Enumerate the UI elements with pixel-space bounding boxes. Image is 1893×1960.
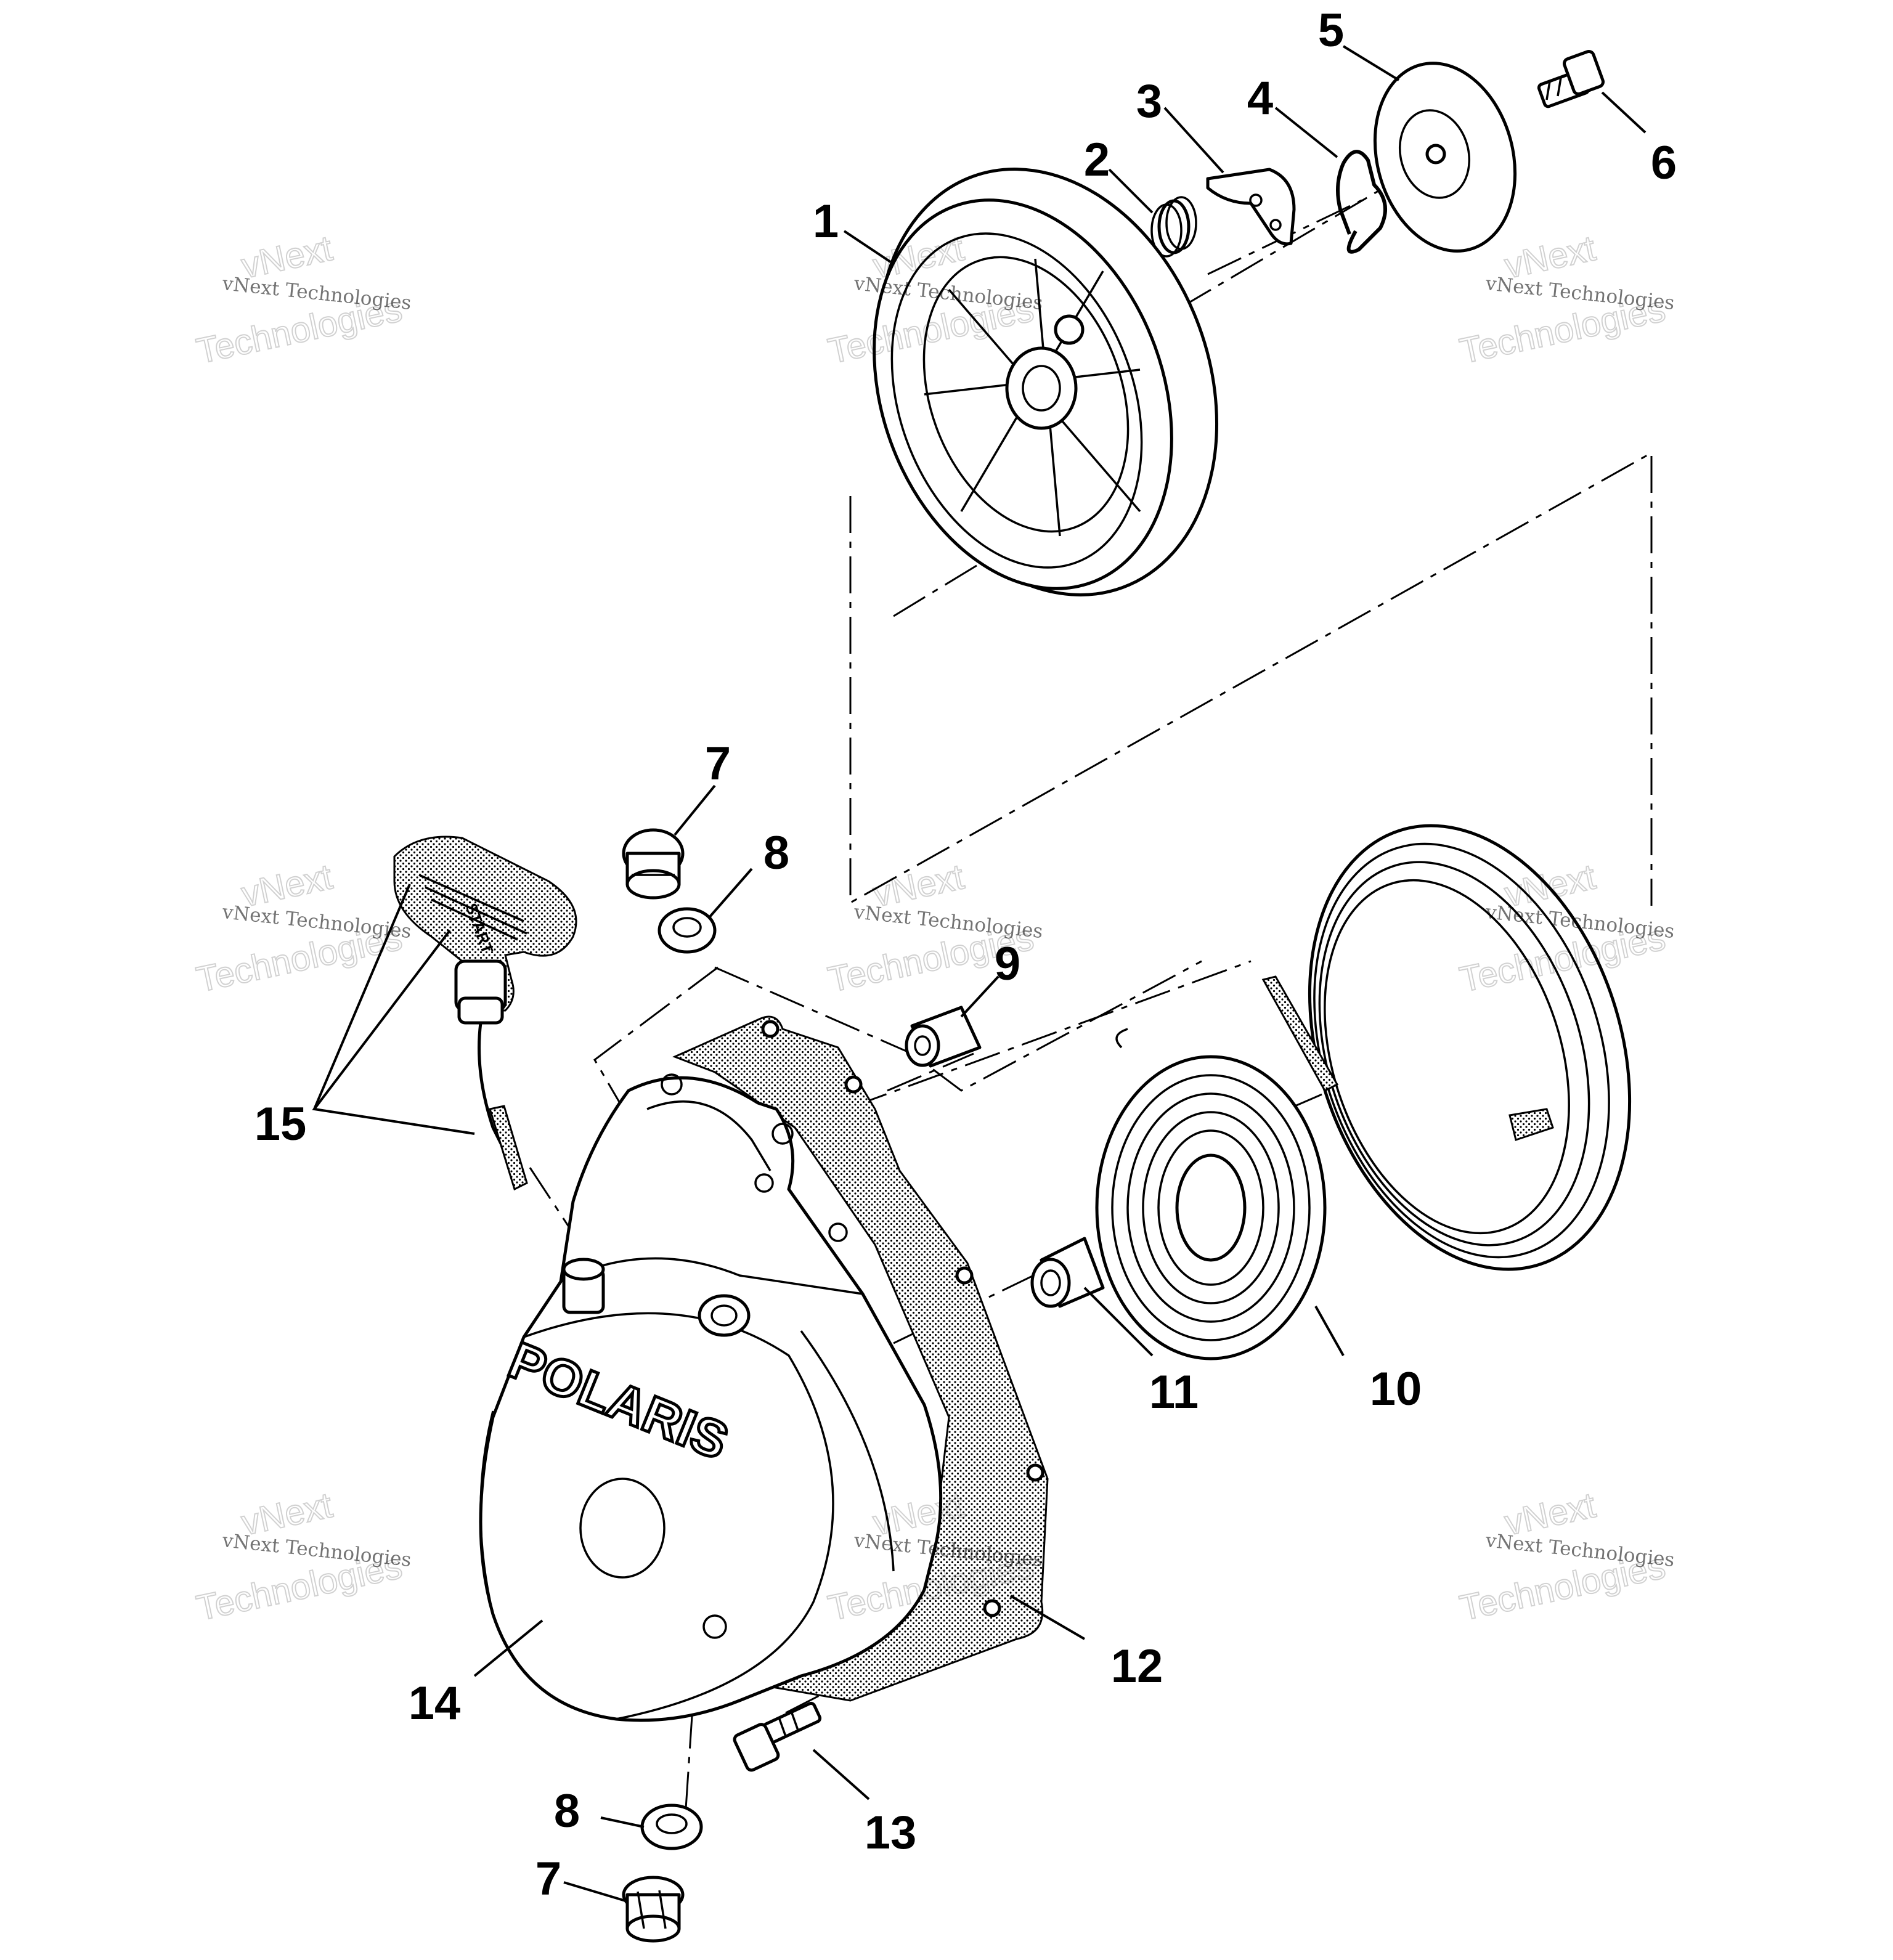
callout-6: 6 xyxy=(1651,137,1677,189)
watermark-big-a: vNext xyxy=(238,1485,336,1543)
callout-15: 15 xyxy=(254,1098,307,1150)
callout-5: 5 xyxy=(1318,4,1344,57)
callout-2: 2 xyxy=(1084,134,1110,186)
watermark-big-a: vNext xyxy=(869,856,967,914)
callout-8-upper: 8 xyxy=(763,827,789,879)
washer-8-lower xyxy=(640,1803,703,1850)
bolt-13 xyxy=(733,1701,822,1772)
recoil-spring-10 xyxy=(1095,1028,1327,1360)
callout-14: 14 xyxy=(409,1677,461,1730)
housing-14: POLARIS xyxy=(479,1073,943,1722)
bushing-9 xyxy=(905,1006,982,1068)
watermark-bottom-right: vNext Technologies vNext Technologies xyxy=(1455,1484,1675,1629)
pulley-rotor xyxy=(873,168,1219,596)
callout-1: 1 xyxy=(813,195,839,248)
callout-10: 10 xyxy=(1370,1363,1422,1415)
pawl-3 xyxy=(1206,168,1296,246)
watermark-big-a: vNext xyxy=(238,856,336,914)
watermark-big-a: vNext xyxy=(238,228,336,286)
washer-plate-5 xyxy=(1373,62,1517,253)
callout-11: 11 xyxy=(1149,1366,1199,1418)
plug-7-upper xyxy=(622,828,685,900)
callout-3: 3 xyxy=(1136,75,1162,128)
callout-7-upper: 7 xyxy=(705,738,731,790)
callout-8-lower: 8 xyxy=(554,1785,580,1837)
start-handle-15: START xyxy=(393,836,577,1191)
clip-4 xyxy=(1336,150,1387,254)
washer-8-upper xyxy=(657,907,717,954)
spring-2 xyxy=(1150,196,1197,258)
callout-9: 9 xyxy=(995,938,1020,990)
leader-lines xyxy=(312,45,1647,1902)
watermark-big-a: vNext xyxy=(1501,1485,1599,1543)
watermark-mid-left: vNext Technologies vNext Technologies xyxy=(192,856,412,1001)
watermark-bottom-left: vNext Technologies vNext Technologies xyxy=(192,1484,412,1629)
watermark-big-a: vNext xyxy=(1501,228,1599,286)
watermark-top-left: vNext Technologies vNext Technologies xyxy=(192,227,412,372)
bolt-6 xyxy=(1537,50,1605,108)
callout-13: 13 xyxy=(865,1807,917,1859)
rope-reel xyxy=(1261,824,1632,1271)
callout-numbers: 1 2 3 4 5 6 7 8 9 10 11 12 13 14 15 8 7 xyxy=(254,4,1677,1905)
callout-12: 12 xyxy=(1111,1640,1163,1693)
plug-7-lower xyxy=(622,1876,685,1943)
watermark-top-right: vNext Technologies vNext Technologies xyxy=(1455,227,1675,372)
callout-4: 4 xyxy=(1247,72,1273,124)
callout-7-lower: 7 xyxy=(535,1853,561,1905)
